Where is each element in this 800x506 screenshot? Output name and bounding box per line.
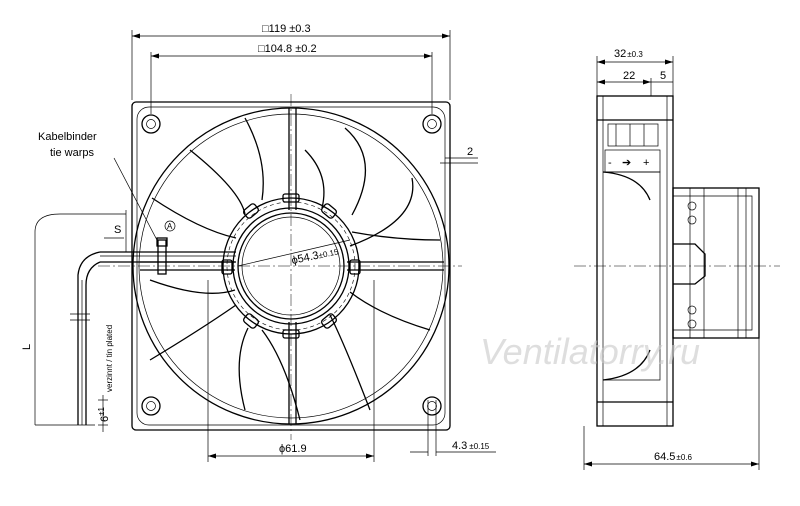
label-cable-binder-de: Kabelbinder [38, 131, 97, 143]
label-strip-length: 6±1 [97, 406, 111, 422]
dim-total-depth: 64.5±0.6 [654, 451, 692, 463]
mounting-hole-top-left [141, 114, 161, 134]
side-frame [596, 95, 674, 427]
terminal-block [607, 123, 659, 147]
arrow-right-icon: ➔ [622, 157, 631, 169]
motor-housing [672, 187, 760, 339]
dim-5: 5 [660, 70, 666, 82]
label-cable-binder-en: tie warps [50, 147, 95, 159]
dim-depth: 32±0.3 [614, 48, 643, 60]
label-tin-plated: verzinnt / tin plated [105, 325, 114, 392]
label-l: L [21, 344, 33, 350]
dim-mount-hole: 4.3±0.15 [452, 440, 490, 452]
mounting-hole-bottom-right [422, 396, 442, 416]
dim-hole-spacing: □104.8 ±0.2 [258, 43, 317, 55]
dim-hub-inner: ϕ54.3±0.15 [290, 245, 340, 267]
callout-a: A [167, 222, 173, 231]
side-view: - ➔ + [574, 48, 780, 470]
mounting-hole-top-right [422, 114, 442, 134]
fan-blades [149, 117, 441, 421]
cable-tie [156, 220, 176, 275]
mounting-hole-bottom-left [141, 396, 161, 416]
svg-text:-: - [608, 157, 612, 169]
svg-text:+: + [643, 157, 649, 169]
front-view: □119 ±0.3 □104.8 ±0.2 2 ϕ61.9 ϕ54.3±0.15… [21, 23, 496, 462]
cable-bundle [34, 213, 236, 432]
label-s: S [114, 224, 121, 236]
watermark: Ventilatorry.ru [480, 331, 700, 372]
dim-22: 22 [623, 70, 635, 82]
dim-outer-width: □119 ±0.3 [262, 23, 311, 35]
dim-flange: 2 [467, 146, 473, 158]
dim-hub-outer: ϕ61.9 [279, 443, 307, 455]
polarity-label: - ➔ + [604, 149, 661, 173]
